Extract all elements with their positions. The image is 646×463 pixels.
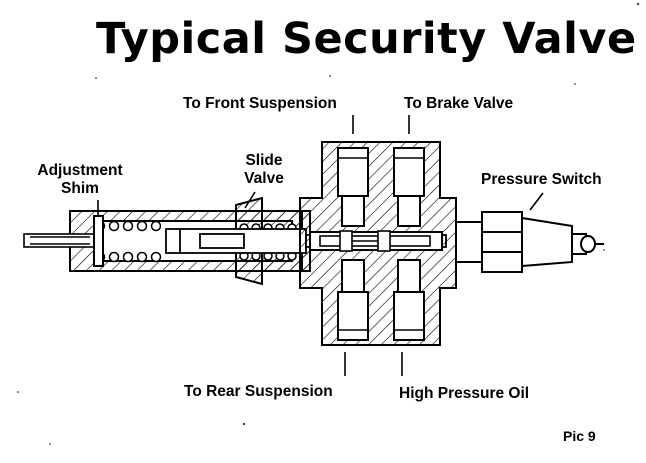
label-adjustment-shim: Adjustment Shim: [30, 162, 130, 198]
label-high-pressure-oil: High Pressure Oil: [399, 385, 530, 402]
scan-specks: [17, 3, 639, 445]
label-rear-suspension: To Rear Suspension: [184, 383, 333, 400]
label-slide-valve: Slide Valve: [236, 152, 292, 188]
label-adjustment-shim-line1: Adjustment: [37, 162, 123, 179]
label-brake-valve: To Brake Valve: [404, 95, 514, 112]
label-pressure-switch: Pressure Switch: [481, 171, 602, 188]
label-slide-valve-line2: Valve: [244, 170, 284, 187]
label-slide-valve-line1: Slide: [245, 152, 283, 169]
figure-number: Pic 9: [563, 428, 596, 444]
label-adjustment-shim-line2: Shim: [61, 180, 99, 197]
adjustment-shim: [93, 215, 104, 267]
port-fittings: [338, 157, 424, 331]
diagram-title: Typical Security Valve: [96, 14, 637, 64]
push-rod: [23, 233, 99, 248]
inner-spool: [319, 230, 431, 252]
pressure-switch: [455, 211, 604, 273]
label-front-suspension: To Front Suspension: [183, 95, 337, 112]
